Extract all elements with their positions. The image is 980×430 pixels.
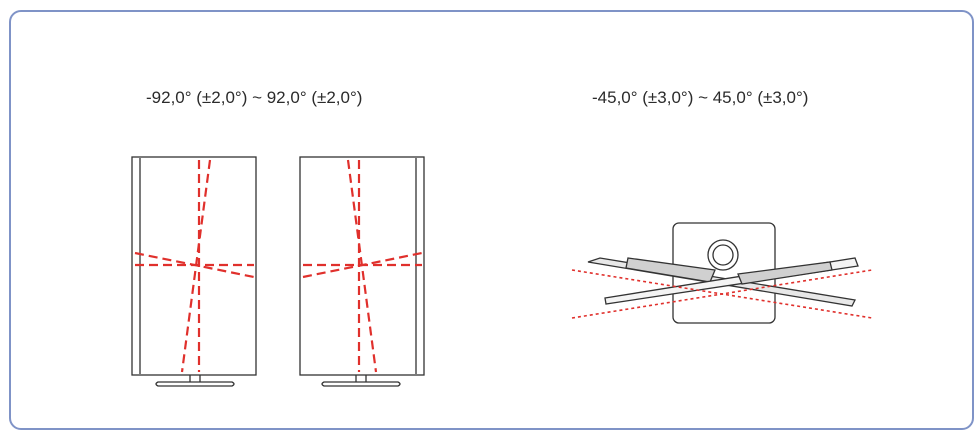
pivot-range-label: -92,0° (±2,0°) ~ 92,0° (±2,0°) [146,88,363,107]
swivel-guide-lines [571,269,873,319]
pivot-guide-lines-left [134,159,255,373]
swivel-range-label: -45,0° (±3,0°) ~ 45,0° (±3,0°) [592,88,809,107]
pivot-guide-lines-right [302,159,423,373]
swivel-monitor-rotated-right [604,257,859,305]
pivot-monitor-left [131,156,257,387]
